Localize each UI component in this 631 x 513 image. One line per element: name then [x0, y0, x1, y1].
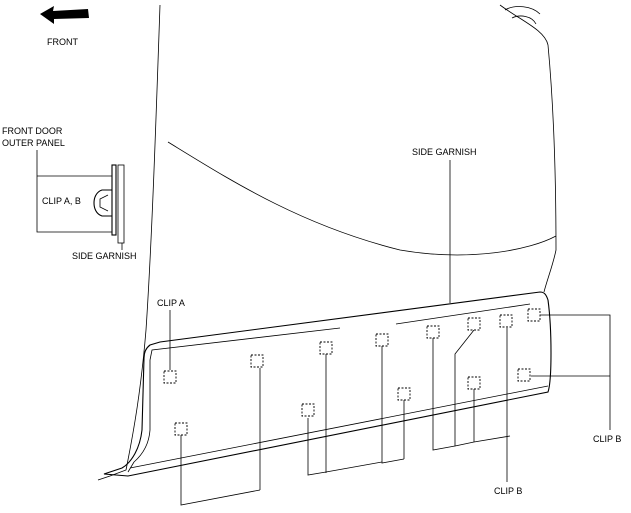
leader-lines: [169, 160, 611, 506]
front-door-outer-panel-label: FRONT DOOR: [2, 126, 63, 136]
side-garnish-detail-label: SIDE GARNISH: [72, 251, 137, 261]
clips: [163, 308, 541, 436]
clip-marker: [397, 387, 411, 401]
clip-a-marker: [163, 370, 177, 384]
side-garnish-panel: [103, 291, 552, 477]
clip-marker: [467, 317, 481, 331]
side-garnish-label: SIDE GARNISH: [412, 147, 477, 157]
clip-marker: [174, 422, 188, 436]
clip-marker: [375, 333, 389, 347]
front-label: FRONT: [47, 37, 78, 47]
clip-marker: [467, 376, 481, 390]
clip-marker: [426, 325, 440, 339]
clip-a-label: CLIP A: [157, 298, 185, 308]
front-door-outer-panel-label: OUTER PANEL: [2, 138, 65, 148]
clip-b-marker: [517, 368, 531, 382]
clip-b-marker: [527, 308, 541, 322]
clip-marker: [319, 341, 333, 355]
vehicle-body-outline: [97, 4, 557, 481]
front-arrow-icon: [40, 6, 89, 24]
clip-b-label: CLIP B: [593, 434, 621, 444]
clip-marker: [301, 403, 315, 417]
clip-ab-label: CLIP A, B: [42, 196, 81, 206]
clip-b-marker: [499, 314, 513, 328]
clip-b-label: CLIP B: [494, 486, 522, 496]
clip-marker: [250, 354, 264, 368]
cross-section-detail: [36, 150, 125, 250]
